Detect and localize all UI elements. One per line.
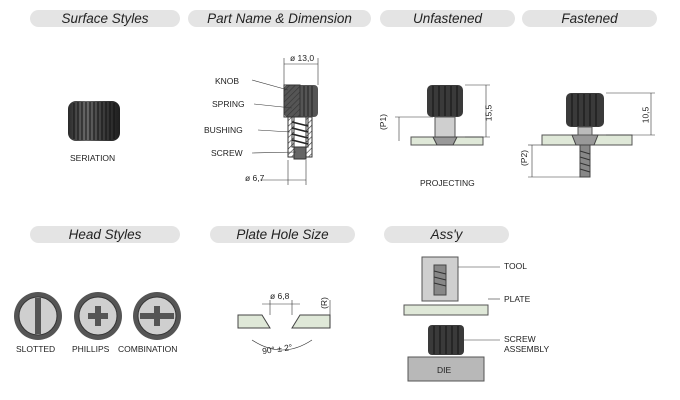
plate-hole-figure	[237, 300, 331, 351]
head-styles-figure	[14, 292, 181, 340]
section-surface-styles: Surface Styles	[30, 10, 180, 27]
seriation-label: SERIATION	[70, 153, 116, 163]
part-dim-bottom: ø 6,7	[245, 173, 265, 183]
unfastened-height-label: 15,5	[483, 104, 494, 122]
assy-die-label: DIE	[437, 365, 452, 375]
part-label-knob: KNOB	[215, 76, 240, 86]
part-label-screw: SCREW	[211, 148, 243, 158]
slotted-head-icon	[14, 292, 62, 340]
assy-assembly-label: ASSEMBLY	[504, 344, 550, 354]
slotted-label: SLOTTED	[16, 344, 56, 354]
plate-hole-dia: ø 6,8	[270, 291, 290, 301]
unfastened-p1-label: (P1)	[378, 113, 389, 131]
fastened-p2-label: (P2)	[519, 149, 530, 167]
assy-plate-label: PLATE	[504, 294, 531, 304]
section-assy: Ass'y	[384, 226, 509, 243]
assy-figure	[403, 256, 500, 382]
section-unfastened: Unfastened	[380, 10, 515, 27]
section-fastened: Fastened	[522, 10, 657, 27]
projecting-label: PROJECTING	[420, 178, 475, 188]
section-plate-hole-size: Plate Hole Size	[210, 226, 355, 243]
phillips-head-icon	[74, 292, 122, 340]
unfastened-figure	[395, 84, 490, 146]
seriation-knob-figure	[68, 101, 120, 141]
section-head-styles: Head Styles	[30, 226, 180, 243]
part-label-bushing: BUSHING	[204, 125, 243, 135]
phillips-label: PHILLIPS	[72, 344, 110, 354]
combination-label: COMBINATION	[118, 344, 178, 354]
fastened-figure	[528, 92, 655, 178]
fastened-height-label: 10,5	[640, 106, 651, 124]
plate-hole-r: (R)	[318, 297, 329, 309]
part-section-figure	[251, 58, 319, 185]
assy-screw-label: SCREW	[504, 334, 536, 344]
part-label-spring: SPRING	[212, 99, 245, 109]
part-dim-top: ø 13,0	[290, 53, 315, 63]
assy-tool-label: TOOL	[504, 261, 527, 271]
combination-head-icon	[133, 292, 181, 340]
section-part-name-dimension: Part Name & Dimension	[188, 10, 371, 27]
